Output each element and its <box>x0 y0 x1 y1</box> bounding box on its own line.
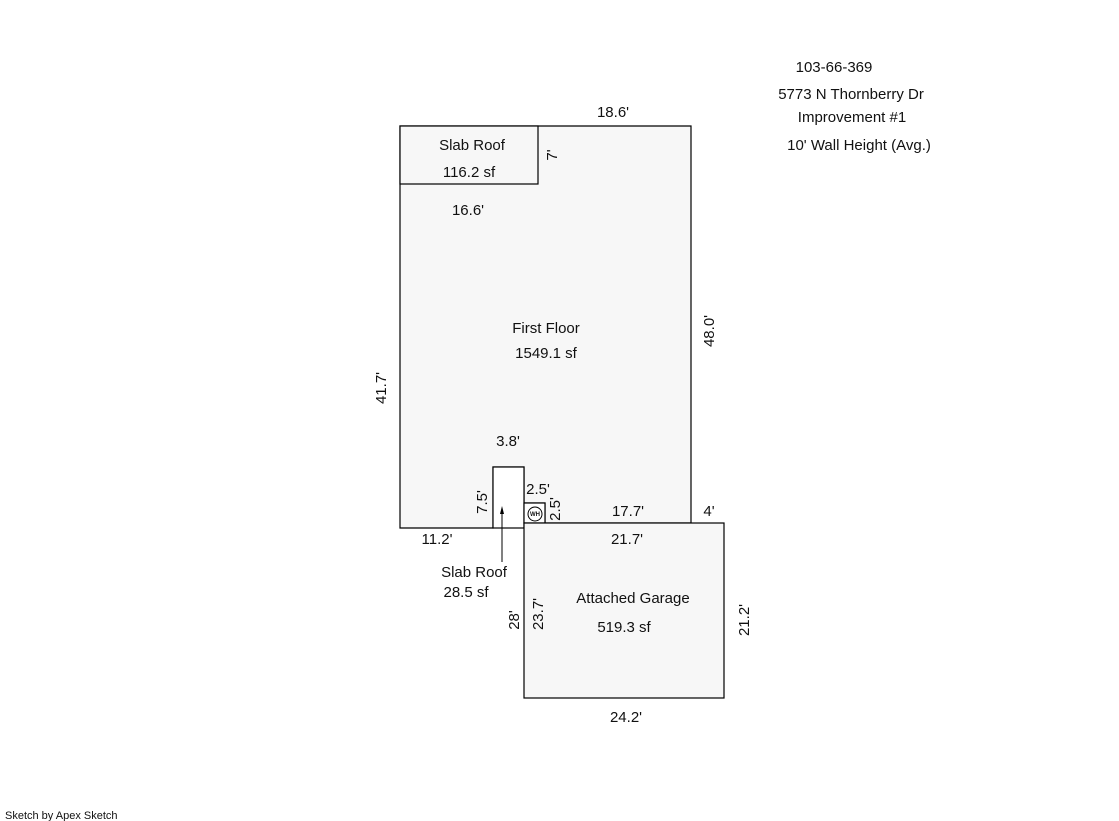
slab-roof-small-area: 28.5 sf <box>443 584 489 601</box>
garage-outline <box>523 522 725 699</box>
dim-wh-width: 2.5' <box>526 481 550 498</box>
slab-roof-top-area: 116.2 sf <box>443 164 496 181</box>
improvement-label: Improvement #1 <box>798 109 906 126</box>
dim-slab-width: 16.6' <box>452 202 484 219</box>
dim-garage-left-outer: 28' <box>506 610 523 630</box>
slab-roof-top-name: Slab Roof <box>439 137 506 154</box>
first-floor-name: First Floor <box>512 320 580 337</box>
water-heater-label: WH <box>530 512 540 518</box>
dim-right-height: 48.0' <box>701 315 718 347</box>
garage-area: 519.3 sf <box>597 619 651 636</box>
dim-garage-bottom: 24.2' <box>610 709 642 726</box>
wall-height-label: 10' Wall Height (Avg.) <box>787 137 931 154</box>
dim-garage-right: 21.2' <box>736 604 753 636</box>
dim-wh-depth: 2.5' <box>547 497 564 521</box>
dim-garage-left-inner: 23.7' <box>530 598 547 630</box>
dim-offset: 4' <box>703 503 714 520</box>
parcel-id: 103-66-369 <box>796 59 873 76</box>
dim-top-width: 18.6' <box>597 104 629 121</box>
slab-roof-small-name: Slab Roof <box>441 564 508 581</box>
dim-bottom-right-run: 17.7' <box>612 503 644 520</box>
address: 5773 N Thornberry Dr <box>778 86 924 103</box>
slab-roof-small-outline <box>492 466 525 529</box>
dim-notch-width: 3.8' <box>496 433 520 450</box>
water-heater-icon <box>527 506 543 522</box>
dim-slab-depth: 7' <box>544 149 561 160</box>
garage-name: Attached Garage <box>576 590 689 607</box>
dim-left-height: 41.7' <box>373 372 390 404</box>
first-floor-area: 1549.1 sf <box>515 345 578 362</box>
dim-bottom-left-run: 11.2' <box>422 531 453 548</box>
slab-roof-top-outline <box>399 125 539 185</box>
dim-garage-top: 21.7' <box>611 531 643 548</box>
slab-roof-leader-arrow <box>500 506 504 514</box>
sketch-credit: Sketch by Apex Sketch <box>5 810 118 821</box>
dim-notch-depth: 7.5' <box>474 490 491 514</box>
